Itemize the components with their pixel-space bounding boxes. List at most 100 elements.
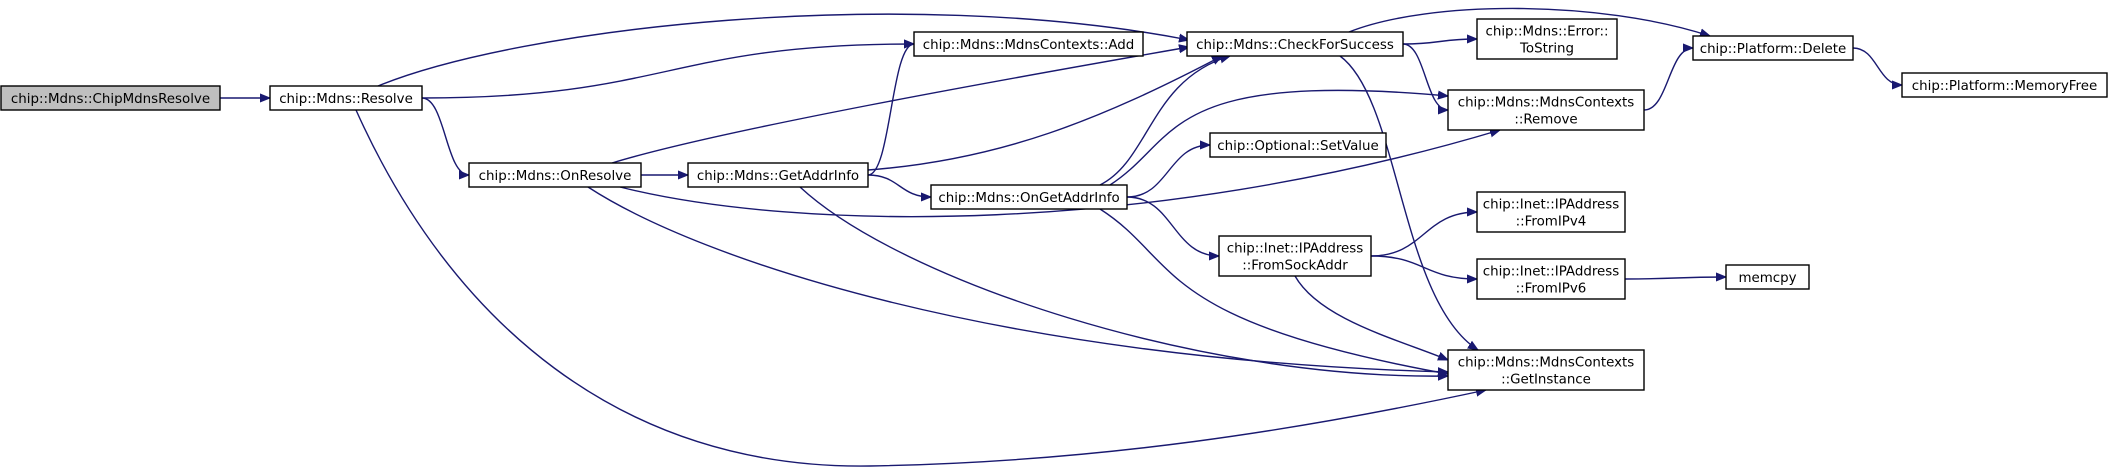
edge-path [421,97,470,175]
node-chipmdnsresolve[interactable]: chip::Mdns::ChipMdnsResolve [0,85,221,111]
edge-fromipv6-to-memcpy [1624,277,1726,279]
edge-ongetaddrinfo-to-contextsremove [1109,89,1448,186]
node-label: chip::Mdns::MdnsContexts [1458,356,1635,371]
node-fromipv6[interactable]: chip::Inet::IPAddress::FromIPv6 [1476,258,1626,300]
edge-checkforsuccess-to-contextsremove [1402,43,1449,110]
node-label: ::FromSockAddr [1242,259,1348,274]
edge-path [1339,55,1478,350]
edge-resolve-to-checkforsuccess [377,13,1189,87]
edge-fromsockaddr-to-fromipv4 [1370,212,1477,257]
node-box [913,31,1144,57]
node-errortostring[interactable]: chip::Mdns::Error::ToString [1476,18,1618,60]
node-fromipv4[interactable]: chip::Inet::IPAddress::FromIPv4 [1476,191,1626,233]
edge-checkforsuccess-to-getinstance [1339,55,1478,350]
node-checkforsuccess[interactable]: chip::Mdns::CheckForSuccess [1186,31,1404,57]
edge-ongetaddrinfo-to-getinstance [1099,208,1448,374]
node-box [1447,89,1645,131]
edge-ongetaddrinfo-to-optionalsetvalue [1126,145,1210,198]
edge-resolve-to-getinstance [355,109,1486,467]
node-label: chip::Mdns::GetAddrInfo [697,169,859,184]
node-ongetaddrinfo[interactable]: chip::Mdns::OnGetAddrInfo [930,184,1128,210]
node-resolve[interactable]: chip::Mdns::Resolve [269,85,423,111]
edge-onresolve-to-getinstance [587,186,1448,372]
node-label: chip::Mdns::CheckForSuccess [1196,38,1394,53]
edge-path [867,44,915,176]
node-box [687,162,869,188]
node-box [468,162,642,188]
edge-onresolve-to-checkforsuccess [611,47,1189,164]
node-box [1476,191,1626,233]
edge-path [1126,145,1210,198]
edge-path [1370,212,1477,257]
edge-fromsockaddr-to-fromipv6 [1370,255,1477,279]
edge-onresolve-to-contextsremove [619,130,1500,218]
node-memoryfree[interactable]: chip::Platform::MemoryFree [1901,72,2108,98]
edge-path [1109,89,1448,186]
node-memcpy[interactable]: memcpy [1725,264,1810,290]
node-fromsockaddr[interactable]: chip::Inet::IPAddress::FromSockAddr [1218,235,1372,277]
node-box [1692,35,1854,61]
node-label: chip::Mdns::ChipMdnsResolve [11,92,210,107]
node-label: chip::Inet::IPAddress [1483,198,1620,213]
node-contextsremove[interactable]: chip::Mdns::MdnsContexts::Remove [1447,89,1645,131]
node-label: chip::Platform::Delete [1700,42,1847,57]
node-box [1901,72,2108,98]
node-box [1725,264,1810,290]
edge-path [421,44,914,99]
edge-path [1852,47,1903,85]
node-box [1218,235,1372,277]
edge-path [377,13,1189,87]
node-box [1476,18,1618,60]
edge-path [1402,43,1449,110]
node-box [269,85,423,111]
edge-path [611,47,1189,164]
edge-contextsremove-to-platformdelete [1643,48,1694,111]
edge-path [867,174,931,197]
node-label: chip::Platform::MemoryFree [1912,79,2097,94]
edge-path [1402,39,1477,45]
node-contextsadd[interactable]: chip::Mdns::MdnsContexts::Add [913,31,1144,57]
node-optionalsetvalue[interactable]: chip::Optional::SetValue [1209,132,1387,158]
node-label: ToString [1519,42,1574,57]
edge-path [1624,277,1726,279]
node-box [1447,349,1645,391]
edge-path [619,130,1500,218]
node-label: memcpy [1738,271,1796,286]
edge-path [1348,7,1710,36]
node-label: chip::Mdns::Error:: [1485,25,1608,40]
node-label: chip::Inet::IPAddress [1483,265,1620,280]
node-label: chip::Mdns::MdnsContexts::Add [923,38,1135,53]
edge-resolve-to-contextsadd [421,44,914,99]
node-label: chip::Mdns::OnGetAddrInfo [938,191,1119,206]
edge-getaddrinfo-to-checkforsuccess [867,56,1222,171]
edge-fromsockaddr-to-getinstance [1294,275,1448,361]
edge-path [1099,208,1448,374]
edge-getaddrinfo-to-contextsadd [867,44,915,176]
node-label: chip::Mdns::Resolve [279,92,413,107]
edge-getaddrinfo-to-ongetaddrinfo [867,174,931,197]
edge-checkforsuccess-to-platformdelete [1348,7,1710,36]
edge-checkforsuccess-to-errortostring [1402,39,1477,45]
node-getaddrinfo[interactable]: chip::Mdns::GetAddrInfo [687,162,869,188]
node-label: ::GetInstance [1501,373,1591,388]
nodes: chip::Mdns::ChipMdnsResolve chip::Mdns::R… [0,18,2108,391]
node-label: ::FromIPv4 [1516,215,1587,230]
node-box [1186,31,1404,57]
node-label: chip::Mdns::MdnsContexts [1458,96,1635,111]
node-onresolve[interactable]: chip::Mdns::OnResolve [468,162,642,188]
node-label: chip::Inet::IPAddress [1227,242,1364,257]
edge-path [799,186,1448,376]
node-platformdelete[interactable]: chip::Platform::Delete [1692,35,1854,61]
edge-path [1099,56,1230,186]
edge-ongetaddrinfo-to-checkforsuccess [1099,56,1230,186]
edge-path [587,186,1448,372]
edge-path [867,56,1222,171]
node-getinstance[interactable]: chip::Mdns::MdnsContexts::GetInstance [1447,349,1645,391]
edge-ongetaddrinfo-to-fromsockaddr [1126,196,1219,256]
node-label: ::FromIPv6 [1516,282,1587,297]
edge-platformdelete-to-memoryfree [1852,47,1903,85]
edge-path [1126,196,1219,256]
edge-path [1643,48,1694,111]
edges [220,7,1903,467]
